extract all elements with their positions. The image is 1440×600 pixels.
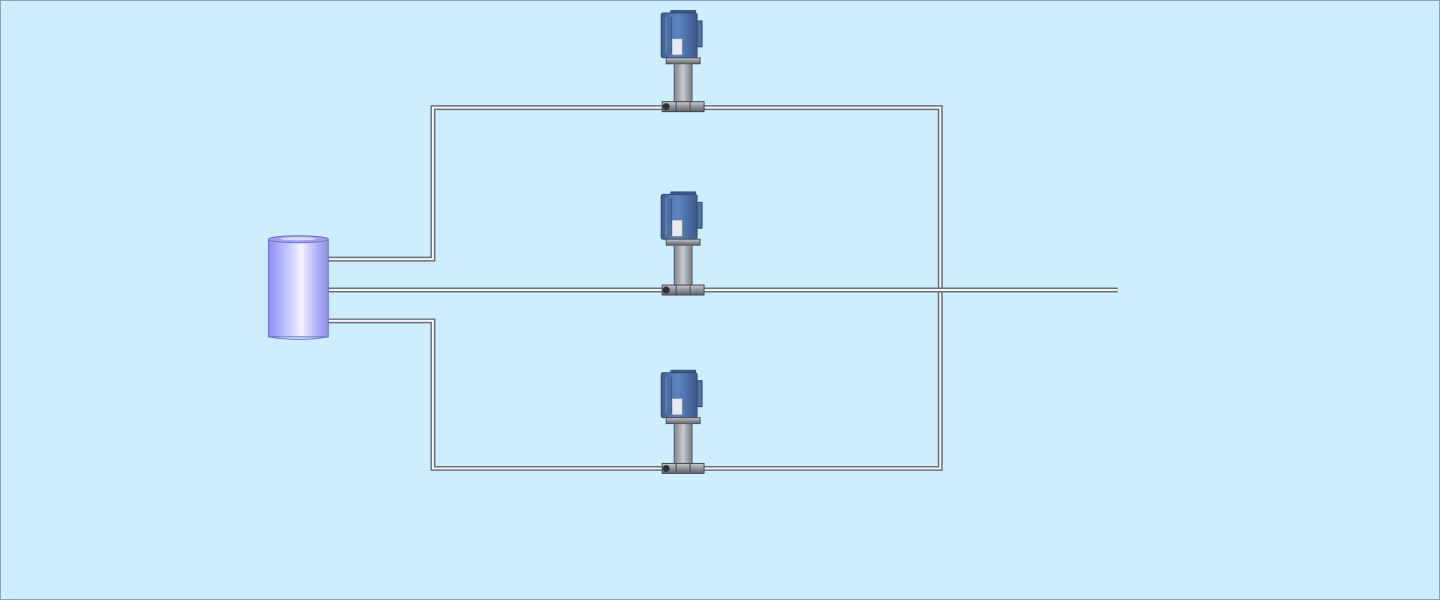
- pump-3[interactable]: [660, 369, 705, 474]
- pipe-network: [328, 105, 1118, 471]
- vertical-pump-icon: [660, 9, 705, 113]
- pump-2[interactable]: [660, 191, 705, 296]
- pump-1[interactable]: [660, 9, 705, 113]
- pipe-top-branch: [328, 105, 943, 291]
- vertical-pump-icon: [660, 369, 705, 474]
- pipe-bottom-branch: [328, 290, 943, 471]
- vertical-tank-icon[interactable]: [268, 235, 329, 340]
- vertical-pump-icon: [660, 191, 705, 296]
